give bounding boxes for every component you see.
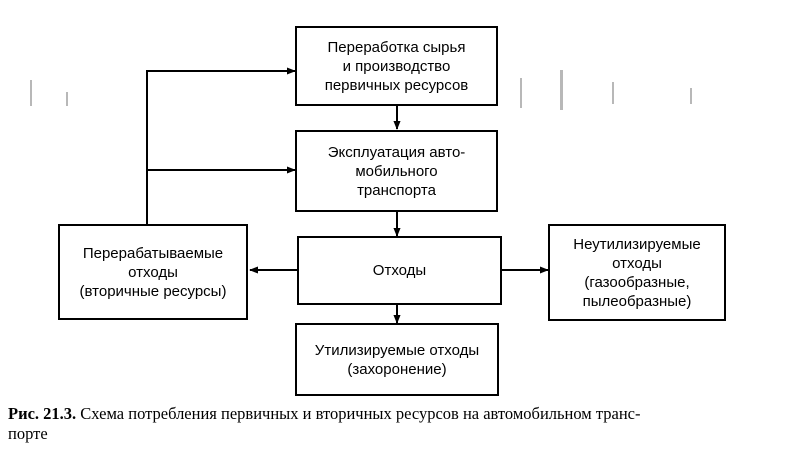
scan-speck [612, 82, 614, 104]
scan-speck [520, 78, 522, 108]
node-operation: Эксплуатация авто- мобильного транспорта [295, 130, 498, 212]
scan-speck [690, 88, 692, 104]
scan-speck [66, 92, 68, 106]
figure-caption: Рис. 21.3. Схема потребления первичных и… [8, 404, 783, 444]
node-waste: Отходы [297, 236, 502, 305]
scan-speck [560, 70, 563, 110]
caption-text: Схема потребления первичных и вторичных … [80, 404, 641, 423]
node-raw-processing: Переработка сырья и производство первичн… [295, 26, 498, 106]
node-non-utilizable-waste: Неутилизируемые отходы (газообразные, пы… [548, 224, 726, 321]
caption-text-continued: порте [8, 424, 48, 443]
node-recyclable-waste: Перерабатываемые отходы (вторичные ресур… [58, 224, 248, 320]
caption-number: Рис. 21.3. [8, 404, 77, 423]
node-utilizable-waste: Утилизируемые отходы (захоронение) [295, 323, 499, 396]
scan-speck [30, 80, 32, 106]
